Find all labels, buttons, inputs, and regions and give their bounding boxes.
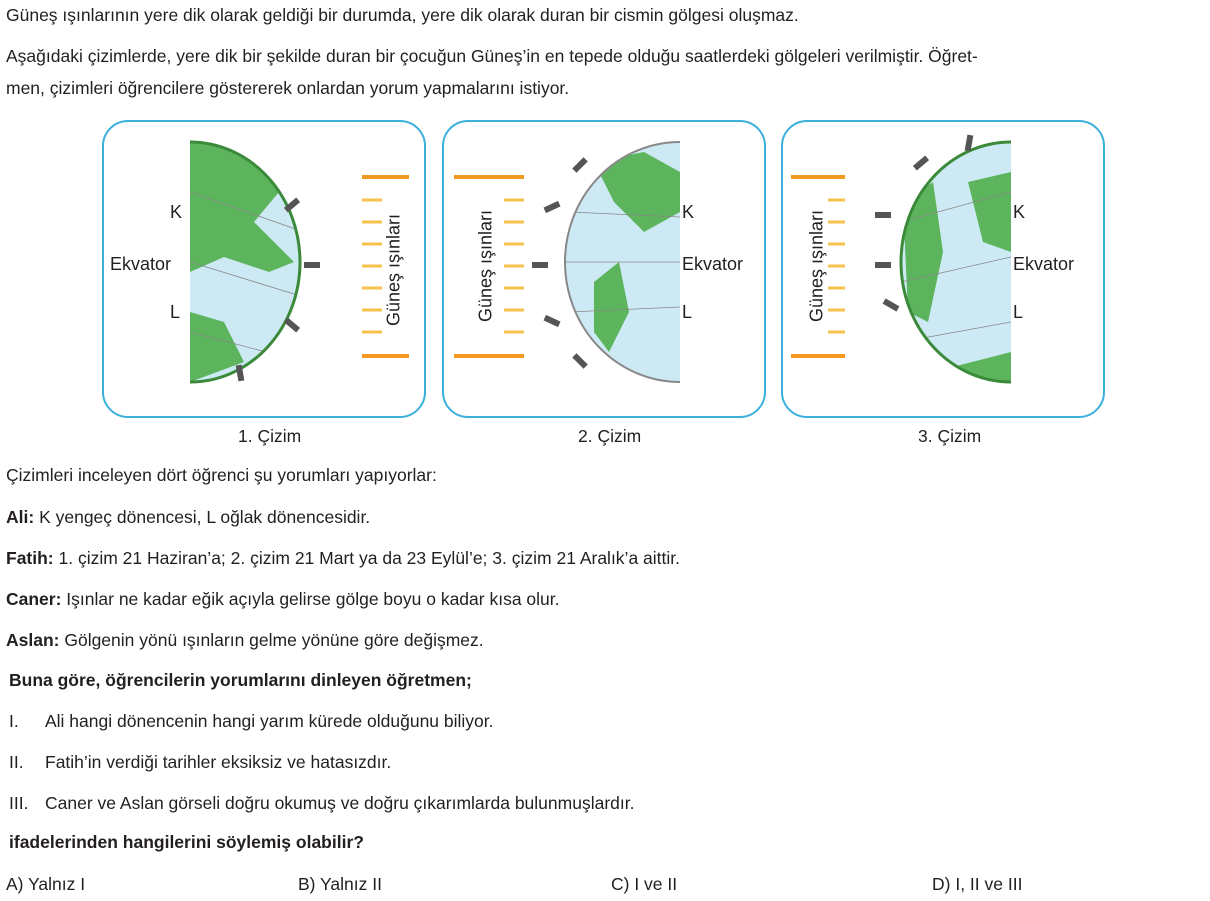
student-name: Caner: [6, 589, 62, 609]
rays-label: Güneş ışınları [383, 213, 404, 327]
option-a[interactable]: A) Yalnız I [6, 874, 86, 894]
option-d[interactable]: D) I, II ve III [932, 874, 1023, 894]
comment-ali: Ali: K yengeç dönencesi, L oğlak dönence… [6, 507, 370, 528]
caption-2: 2. Çizim [578, 426, 642, 446]
statement-3: III. Caner ve Aslan görseli doğru okumuş … [9, 793, 634, 814]
figure-1-illustration [189, 140, 409, 384]
label-ekvator: Ekvator [110, 254, 172, 274]
label-ekvator: Ekvator [1013, 254, 1075, 274]
student-name: Ali: [6, 507, 35, 527]
option-b[interactable]: B) Yalnız II [298, 874, 382, 894]
comment-fatih: Fatih: 1. çizim 21 Haziran’a; 2. çizim 2… [6, 548, 680, 569]
statement-text: Ali hangi dönencenin hangi yarım kürede … [45, 711, 494, 731]
intro-line-2: Aşağıdaki çizimlerde, yere dik bir şekil… [6, 46, 978, 66]
comment-aslan: Aslan: Gölgenin yönü ışınların gelme yön… [6, 630, 484, 651]
question-lead: Buna göre, öğrencilerin yorumlarını dinl… [9, 670, 472, 690]
sun-rays-left-icon [362, 175, 409, 358]
statement-1: I. Ali hangi dönencenin hangi yarım küred… [9, 711, 494, 732]
rays-label: Güneş ışınları [475, 209, 496, 323]
label-ekvator: Ekvator [682, 254, 744, 274]
statement-number: II. [9, 752, 24, 772]
label-k: K [1013, 202, 1026, 222]
student-name: Aslan: [6, 630, 60, 650]
label-k: K [682, 202, 695, 222]
statement-text: Caner ve Aslan görseli doğru okumuş ve d… [45, 793, 635, 813]
intro-line-1: Güneş ışınlarının yere dik olarak geldiğ… [6, 5, 799, 25]
label-l: L [682, 302, 693, 322]
comment-text: K yengeç dönencesi, L oğlak dönencesidir… [34, 507, 371, 527]
comment-text: Işınlar ne kadar eğik açıyla gelirse göl… [61, 589, 560, 609]
figure-2-illustration [454, 141, 681, 383]
sun-rays-right-icon [791, 175, 845, 358]
comments-intro: Çizimleri inceleyen dört öğrenci şu yoru… [6, 465, 437, 485]
figure-panel-1: K Ekvator L Güneş ışınları [102, 120, 426, 418]
figure-panel-3: K Ekvator L Güneş ışınları [781, 120, 1105, 418]
comment-text: Gölgenin yönü ışınların gelme yönüne gör… [59, 630, 484, 650]
student-name: Fatih: [6, 548, 54, 568]
figure-3-illustration [791, 134, 1012, 384]
option-c[interactable]: C) I ve II [611, 874, 678, 894]
statement-number: III. [9, 793, 29, 813]
label-l: L [1013, 302, 1024, 322]
comment-text: 1. çizim 21 Haziran’a; 2. çizim 21 Mart … [53, 548, 681, 568]
label-l: L [170, 302, 181, 322]
statement-number: I. [9, 711, 19, 731]
statement-text: Fatih’in verdiği tarihler eksiksiz ve ha… [45, 752, 392, 772]
question-ask: ifadelerinden hangilerini söylemiş olabi… [9, 832, 364, 852]
caption-3: 3. Çizim [918, 426, 982, 446]
label-k: K [170, 202, 183, 222]
rays-label: Güneş ışınları [806, 209, 827, 323]
figure-panel-2: K Ekvator L Güneş ışınları [442, 120, 766, 418]
sun-rays-right-icon [454, 175, 524, 358]
caption-1: 1. Çizim [238, 426, 302, 446]
intro-line-3: men, çizimleri öğrencilere göstererek on… [6, 78, 570, 98]
comment-caner: Caner: Işınlar ne kadar eğik açıyla geli… [6, 589, 560, 610]
statement-2: II. Fatih’in verdiği tarihler eksiksiz ve… [9, 752, 391, 773]
